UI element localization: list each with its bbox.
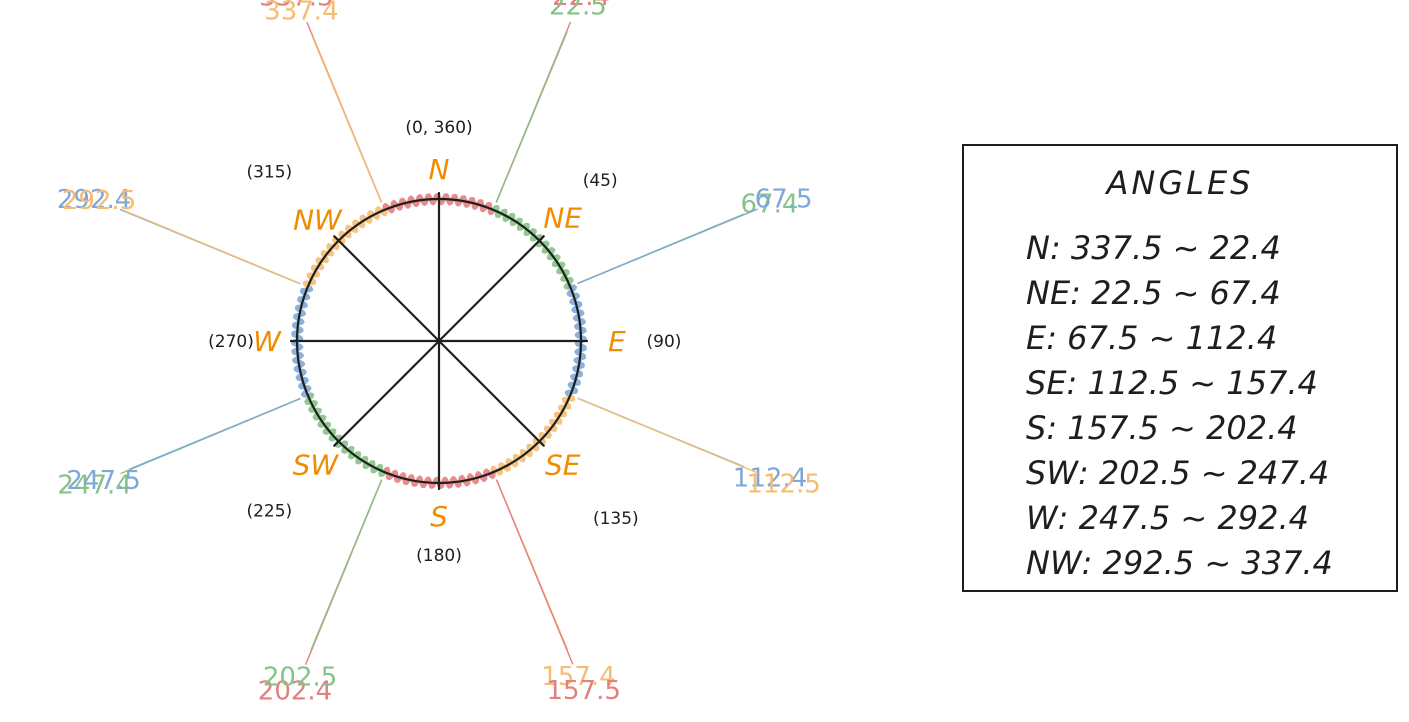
boundary-label-157-4: 157.4 bbox=[541, 662, 615, 692]
legend-row-e: E: 67.5 ~ 112.4 bbox=[1026, 319, 1278, 357]
boundary-label-112-5: 112.5 bbox=[746, 470, 820, 500]
leader-line-292-5 bbox=[124, 210, 301, 285]
direction-label-e: E bbox=[608, 325, 626, 358]
direction-label-nw: NW bbox=[293, 203, 343, 236]
boundary-label-22-4: 22.4 bbox=[552, 0, 610, 12]
direction-label-se: SE bbox=[545, 449, 581, 482]
boundary-label-22-5: 22.5 bbox=[549, 0, 607, 22]
degree-label-w: (270) bbox=[208, 332, 254, 352]
direction-label-sw: SW bbox=[293, 449, 340, 482]
legend-row-se: SE: 112.5 ~ 157.4 bbox=[1026, 364, 1318, 402]
leader-line-67-5 bbox=[577, 208, 758, 285]
legend-row-sw: SW: 202.5 ~ 247.4 bbox=[1026, 454, 1330, 492]
degree-label-nw: (315) bbox=[246, 162, 292, 182]
leader-line-337-4 bbox=[311, 36, 383, 203]
leader-line-202-5 bbox=[310, 479, 383, 651]
direction-label-w: W bbox=[253, 325, 282, 358]
legend-list: N: 337.5 ~ 22.4 NE: 22.5 ~ 67.4 E: 67.5 … bbox=[1026, 226, 1333, 586]
leader-line-247-5 bbox=[129, 397, 301, 470]
boundary-label-157-5: 157.5 bbox=[546, 676, 620, 706]
boundary-label-337-5: 337.5 bbox=[259, 0, 333, 12]
direction-label-ne: NE bbox=[543, 201, 582, 234]
boundary-label-337-4: 337.4 bbox=[264, 0, 338, 27]
degree-label-se: (135) bbox=[593, 509, 639, 529]
degree-label-ne: (45) bbox=[583, 171, 618, 191]
leader-line-22-5 bbox=[495, 31, 568, 203]
degree-label-sw: (225) bbox=[246, 502, 292, 522]
boundary-label-67-5: 67.5 bbox=[755, 184, 813, 214]
boundary-label-202-5: 202.5 bbox=[263, 662, 337, 692]
boundary-label-202-4: 202.4 bbox=[258, 677, 332, 707]
direction-label-s: S bbox=[430, 500, 448, 533]
legend-row-s: S: 157.5 ~ 202.4 bbox=[1026, 409, 1298, 447]
degree-label-e: (90) bbox=[647, 332, 682, 352]
legend-title: ANGLES bbox=[1106, 164, 1254, 202]
degree-label-n: (0, 360) bbox=[405, 118, 472, 138]
boundary-label-292-5: 292.5 bbox=[62, 186, 136, 216]
spoke-nw bbox=[333, 235, 441, 343]
angles-legend-box: ANGLES N: 337.5 ~ 22.4 NE: 22.5 ~ 67.4 E… bbox=[962, 144, 1398, 592]
direction-label-n: N bbox=[429, 153, 450, 186]
boundary-label-247-5: 247.5 bbox=[66, 466, 140, 496]
boundary-label-292-4: 292.4 bbox=[57, 185, 131, 215]
legend-row-n: N: 337.5 ~ 22.4 bbox=[1026, 229, 1281, 267]
legend-row-w: W: 247.5 ~ 292.4 bbox=[1026, 499, 1309, 537]
spoke-se bbox=[437, 339, 545, 447]
boundary-label-67-4: 67.4 bbox=[741, 189, 799, 219]
legend-row-ne: NE: 22.5 ~ 67.4 bbox=[1026, 274, 1281, 312]
legend-row-nw: NW: 292.5 ~ 337.4 bbox=[1026, 544, 1333, 582]
degree-label-s: (180) bbox=[416, 546, 462, 566]
leader-line-157-5 bbox=[495, 479, 574, 665]
boundary-label-247-4: 247.4 bbox=[57, 470, 131, 500]
spoke-ne bbox=[437, 235, 545, 343]
leader-line-112-5 bbox=[577, 397, 758, 474]
spoke-sw bbox=[333, 339, 441, 447]
